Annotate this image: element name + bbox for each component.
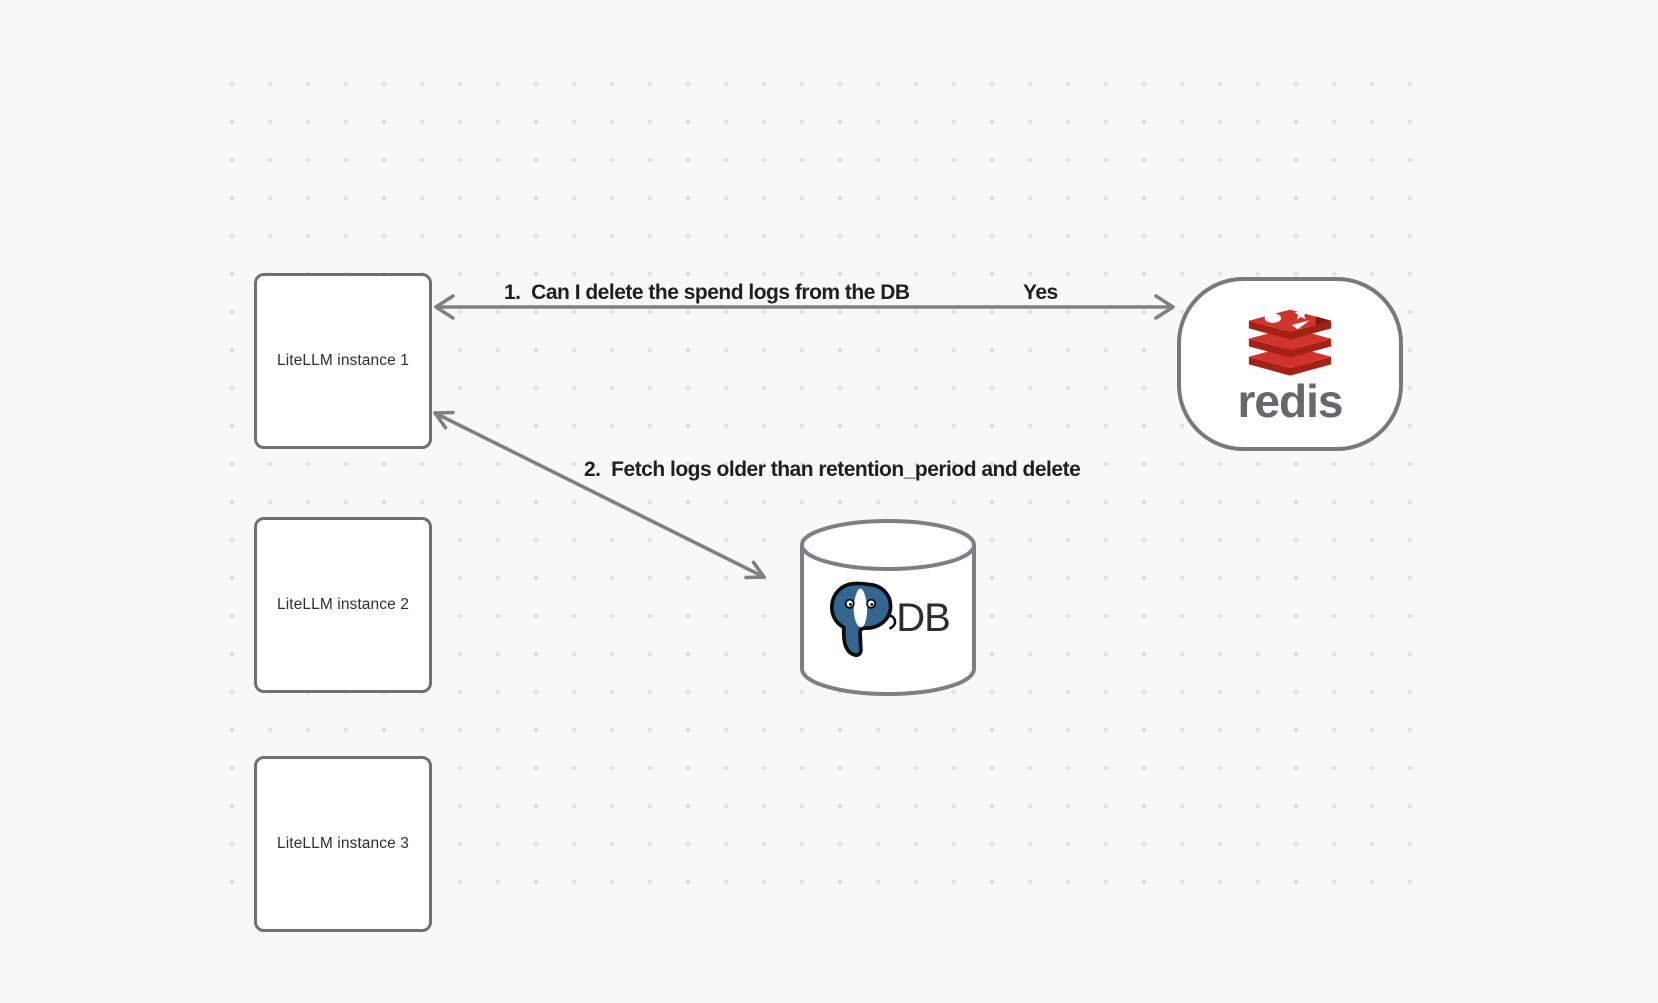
- redis-wordmark: redis: [1237, 375, 1344, 428]
- node-label: LiteLLM instance 1: [277, 352, 409, 369]
- node-label: LiteLLM instance 2: [277, 596, 409, 613]
- db-label: DB: [896, 596, 951, 640]
- node-litellm-instance-2[interactable]: LiteLLM instance 2: [254, 517, 432, 693]
- node-redis[interactable]: redis: [1177, 277, 1403, 451]
- node-litellm-instance-3[interactable]: LiteLLM instance 3: [254, 756, 432, 932]
- arrow-1-label[interactable]: 1. Can I delete the spend logs from the …: [504, 281, 910, 304]
- redis-logo-icon: [1248, 308, 1332, 376]
- node-label: LiteLLM instance 3: [277, 835, 409, 852]
- node-litellm-instance-1[interactable]: LiteLLM instance 1: [254, 273, 432, 449]
- arrow-2-label[interactable]: 2. Fetch logs older than retention_perio…: [584, 458, 1081, 481]
- postgres-elephant-icon: [830, 581, 897, 657]
- arrow-1-response-label[interactable]: Yes: [1023, 281, 1058, 304]
- node-database[interactable]: DB: [799, 518, 977, 698]
